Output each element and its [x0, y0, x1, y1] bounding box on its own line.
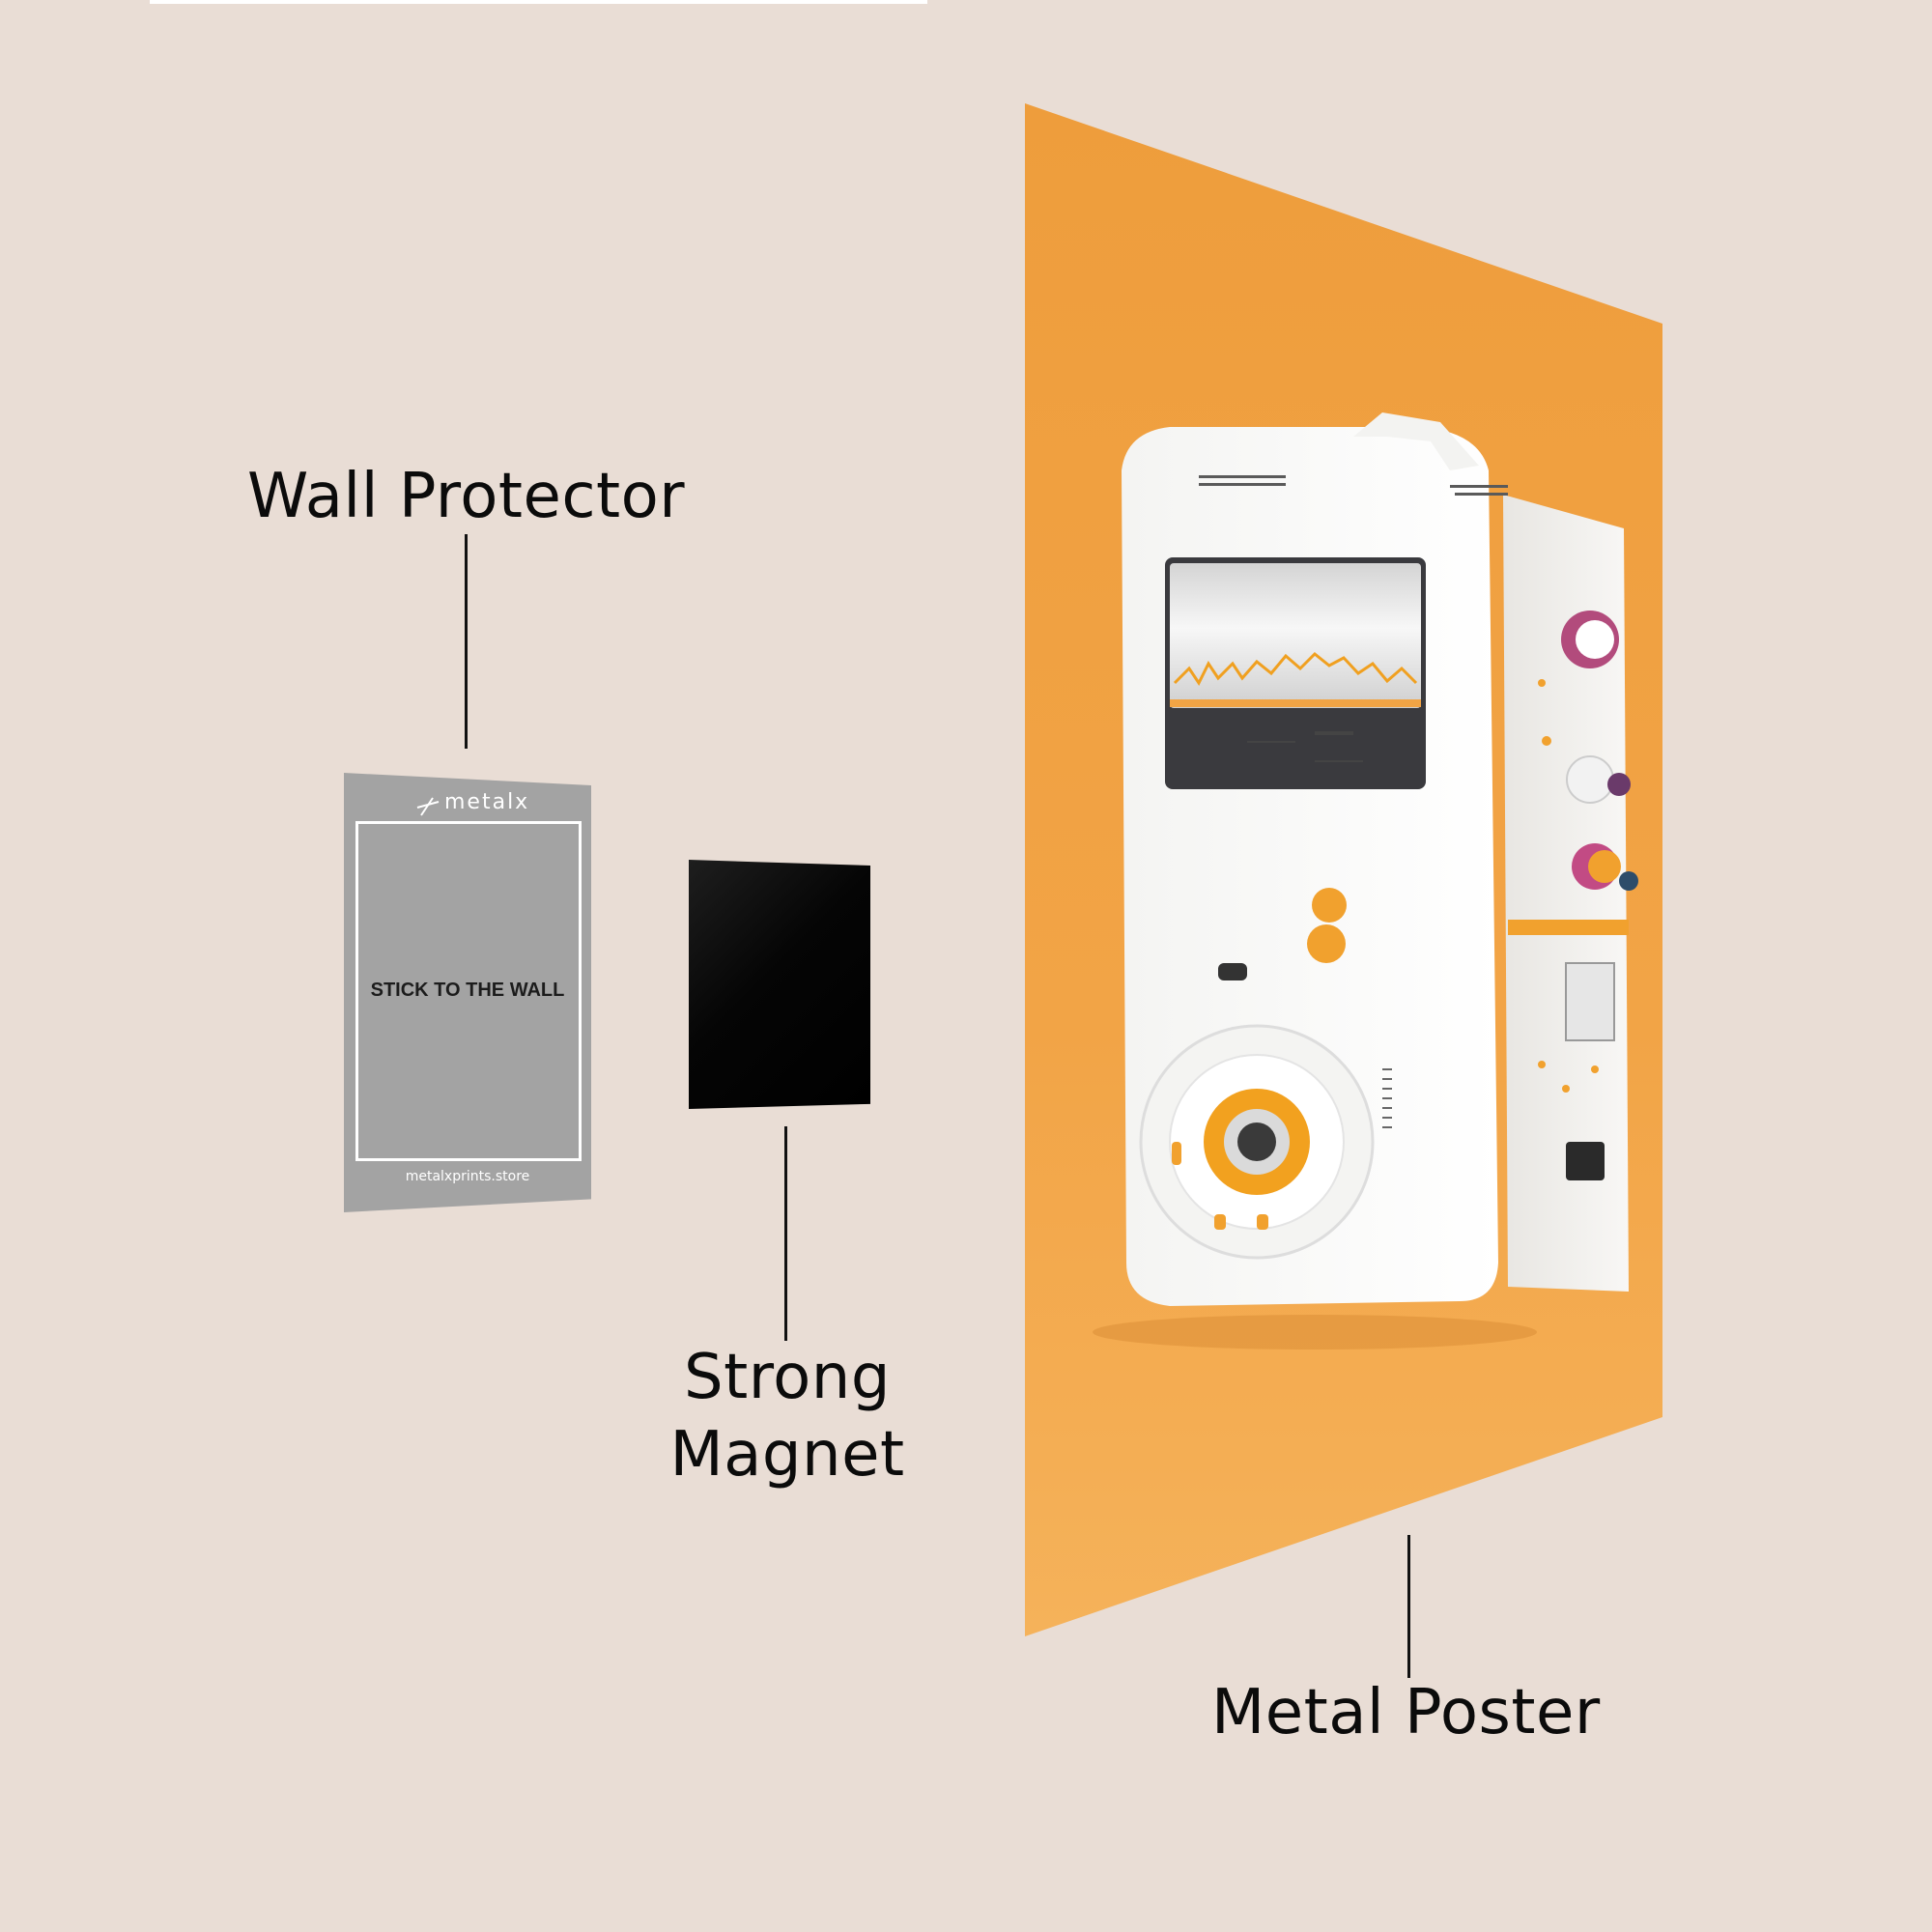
strong-magnet-label-line2: Magnet [669, 1419, 905, 1491]
wall-protector-label: Wall Protector [247, 461, 686, 532]
protector-frame [355, 821, 582, 1161]
strong-magnet-label-line1: Strong [684, 1342, 891, 1413]
metal-poster-label: Metal Poster [1211, 1677, 1601, 1748]
metal-poster [1025, 103, 1662, 1636]
top-edge-strip [150, 0, 927, 4]
wall-protector-leader-line [465, 534, 468, 749]
metalx-logo-icon [416, 797, 440, 816]
protector-website: metalxprints.store [405, 1169, 530, 1184]
protector-brand-name: metalx [444, 790, 530, 814]
metal-poster-leader-line [1407, 1535, 1410, 1678]
protector-instruction: STICK TO THE WALL [370, 980, 565, 1001]
poster-artwork [1025, 103, 1662, 1636]
strong-magnet-leader-line [784, 1126, 787, 1341]
wall-protector-card: metalx STICK TO THE WALL metalxprints.st… [344, 773, 591, 1212]
strong-magnet [689, 860, 870, 1109]
